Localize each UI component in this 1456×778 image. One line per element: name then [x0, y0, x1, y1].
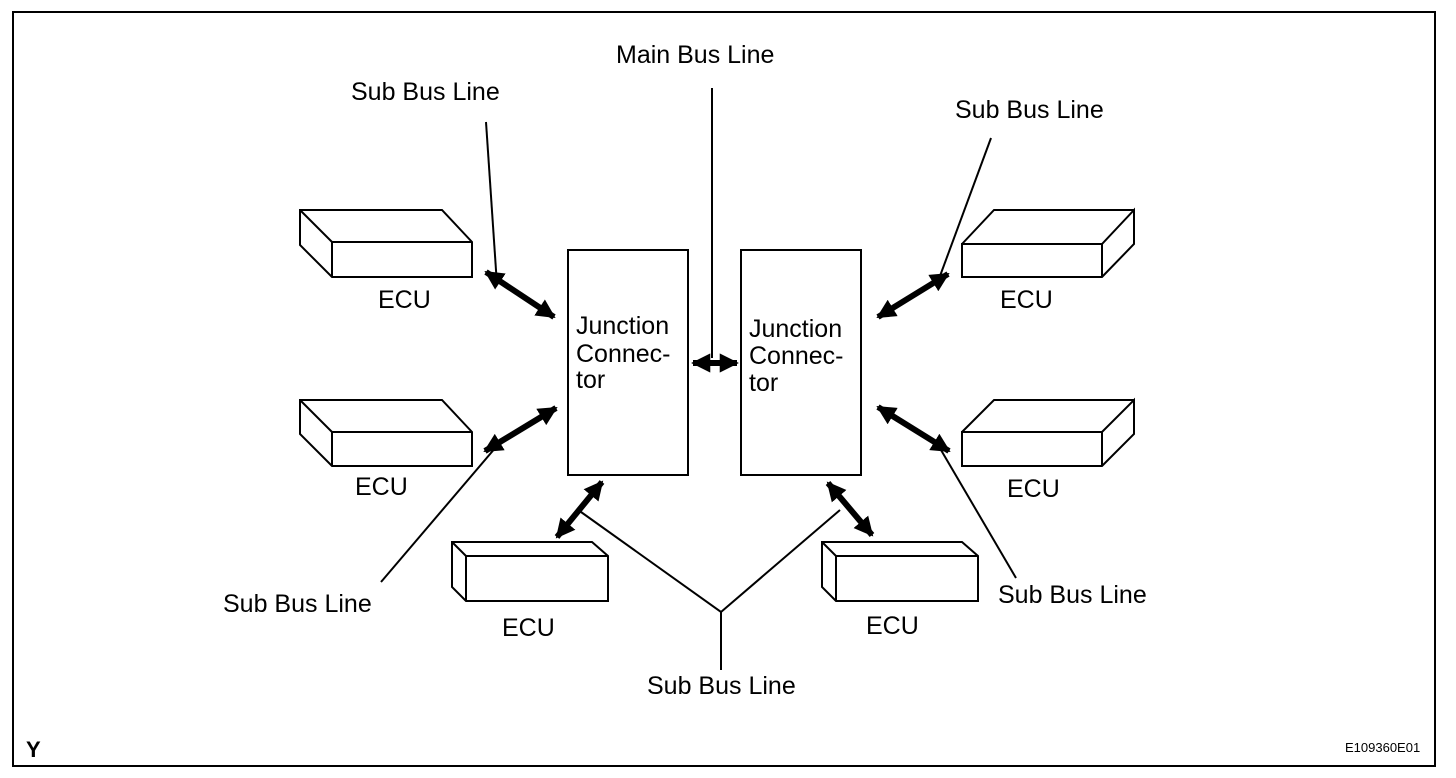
ecu-top-right	[961, 207, 1135, 278]
leader-sub-bottom	[580, 509, 841, 614]
ecu-mid-left	[299, 399, 473, 467]
arrow-ecu-mid-right	[876, 404, 951, 454]
sub-bus-line-label-bottom: Sub Bus Line	[647, 672, 796, 700]
leader-sub-mid-right	[940, 449, 1017, 579]
sub-bus-line-label-bottom-left: Sub Bus Line	[223, 590, 372, 618]
corner-letter: Y	[26, 737, 41, 762]
leader-lines	[380, 88, 1017, 670]
junction-left-label-line3: tor	[576, 366, 605, 394]
figure-code: E109360E01	[1345, 740, 1420, 755]
junction-left-label-line2: Connec-	[576, 340, 671, 368]
leader-sub-mid-left	[380, 439, 503, 583]
ecu-label-mid-left: ECU	[355, 473, 408, 501]
ecu-label-bottom-left: ECU	[502, 614, 555, 642]
leader-sub-top-right	[939, 137, 992, 277]
junction-connector-right: Junction Connec- tor	[740, 249, 862, 476]
sub-bus-line-label-bottom-right: Sub Bus Line	[998, 581, 1147, 609]
ecu-mid-right	[961, 397, 1135, 467]
junction-right-label-line2: Connec-	[749, 342, 844, 370]
ecu-label-mid-right: ECU	[1007, 475, 1060, 503]
junction-connector-left: Junction Connec- tor	[567, 249, 689, 476]
sub-bus-line-label-top-left: Sub Bus Line	[351, 78, 500, 106]
arrow-ecu-bottom-left	[554, 480, 605, 539]
ecu-label-top-left: ECU	[378, 286, 431, 314]
ecu-top-left	[299, 209, 473, 278]
arrow-ecu-top-right	[876, 271, 950, 320]
figure-frame	[12, 11, 1436, 767]
main-bus-line-label: Main Bus Line	[616, 41, 774, 69]
ecu-label-bottom-right: ECU	[866, 612, 919, 640]
leader-sub-top-left	[485, 121, 498, 286]
ecu-bottom-left	[451, 541, 609, 602]
sub-bus-line-label-top-right: Sub Bus Line	[955, 96, 1104, 124]
junction-right-label-line3: tor	[749, 369, 778, 397]
ecu-label-top-right: ECU	[1000, 286, 1053, 314]
arrow-ecu-bottom-right	[825, 481, 875, 537]
junction-right-label-line1: Junction	[749, 315, 842, 343]
arrow-ecu-mid-left	[483, 405, 558, 454]
junction-left-label-line1: Junction	[576, 312, 669, 340]
bus-arrows	[483, 269, 951, 539]
ecu-bottom-right	[821, 541, 979, 602]
